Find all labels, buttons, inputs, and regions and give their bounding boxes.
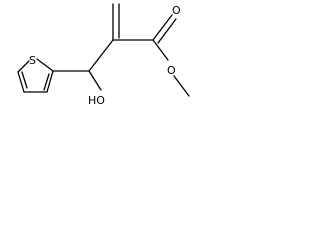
ester-group: O O: [112, 4, 190, 97]
bond-s-c2: [36, 58, 54, 72]
structure-diagram: S HO O O: [0, 0, 193, 120]
bond-carbinol-oh: [88, 70, 102, 91]
bond-carbinol-alpha: [88, 39, 114, 72]
bond-c2-c3: [46, 70, 54, 93]
hydroxyl-label: HO: [88, 94, 105, 107]
bond-c4-c5: [17, 71, 25, 93]
bond-ester-o-methyl: [173, 75, 190, 97]
carbinol-group: HO: [52, 70, 105, 107]
bond-c3-c3-double: [43, 73, 50, 91]
ester-oxygen-label: O: [167, 64, 176, 77]
molecule-drawing: S HO O O: [17, 3, 190, 107]
bond-carbonyl-o-double: [157, 18, 177, 44]
carbonyl-oxygen-label: O: [172, 4, 181, 17]
bond-carbonyl-o: [152, 14, 173, 41]
methylene-group: [88, 3, 120, 72]
bond-carbonyl-ester-o: [152, 39, 169, 61]
bond-c4-c5-double: [21, 71, 28, 89]
bond-c5-s: [17, 60, 30, 73]
sulfur-label: S: [29, 54, 36, 67]
thiophene-ring: S: [17, 54, 54, 93]
